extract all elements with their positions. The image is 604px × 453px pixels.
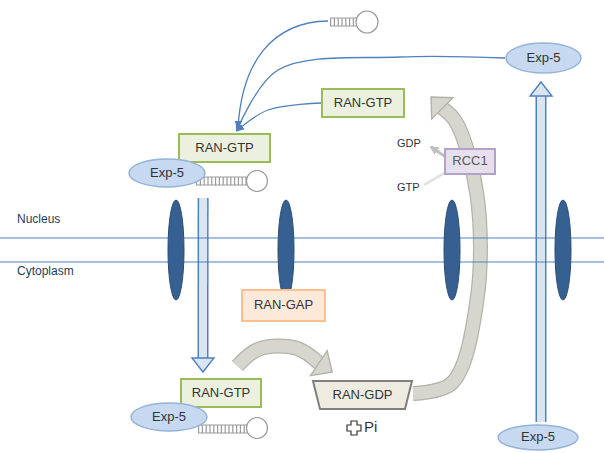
connector-body [537,95,545,422]
cycle-arrow [237,346,332,376]
connector-outline [535,95,546,422]
node-text: RAN-GTP [195,141,254,156]
gdp-label: GDP [397,137,421,150]
rcc1-box: RCC1 [444,148,496,175]
ran-gap-box: RAN-GAP [241,289,326,322]
connector-line [237,56,505,131]
import-line [238,21,328,128]
nuclear-pore [168,200,184,300]
transport-arrow [192,198,214,372]
exportin-ellipse: Exp-5 [130,402,208,432]
connector-line [237,103,321,131]
node-text: Exp-5 [521,430,555,445]
membrane-line [0,262,604,263]
compartment-label: Cytoplasm [17,265,74,279]
nuclear-pore [444,200,460,300]
arrowhead [431,97,453,119]
gtp-binding-line [424,172,446,185]
plus-symbol [347,421,361,435]
node-text: RAN-GDP [333,388,393,403]
exportin-ellipse: Exp-5 [505,42,582,74]
ran-gtp-box: RAN-GTP [180,378,262,408]
ran-gdp-trapezoid: RAN-GDP [312,380,413,410]
membrane-line [0,238,604,239]
hairpin-rna [330,11,378,33]
arrowhead [192,358,214,372]
node-text: RAN-GTP [192,386,251,401]
cycle-arrow [413,97,480,394]
node-text: RAN-GTP [334,96,393,111]
connector-outline [237,346,319,366]
node-text: RAN-GAP [254,298,313,313]
phosphate-label: Pi [364,418,377,435]
ran-gtp-box: RAN-GTP [321,88,405,118]
compartment-label: Nucleus [17,213,60,227]
exportin-ellipse: Exp-5 [128,158,206,188]
node-text: Exp-5 [527,51,561,66]
node-text: Exp-5 [150,166,184,181]
ran-gtp-box: RAN-GTP [178,133,271,163]
gdp-release-arrow [431,147,446,157]
connector-outline [197,198,208,359]
connector-body [237,346,319,366]
transport-arrow [530,82,552,422]
binding-arrow [237,103,321,131]
exportin-ellipse: Exp-5 [497,424,579,451]
gtp-label: GTP [397,181,420,194]
arrowhead [530,82,552,96]
nuclear-pore [555,200,571,300]
binding-arrow [237,56,505,131]
node-text: RCC1 [452,154,487,169]
connector-body [199,198,207,359]
hairpin-rna [196,171,268,192]
node-text: Exp-5 [152,410,186,425]
hairpin-rna [198,418,268,439]
arrowhead [311,351,333,376]
nuclear-pore [278,200,294,300]
